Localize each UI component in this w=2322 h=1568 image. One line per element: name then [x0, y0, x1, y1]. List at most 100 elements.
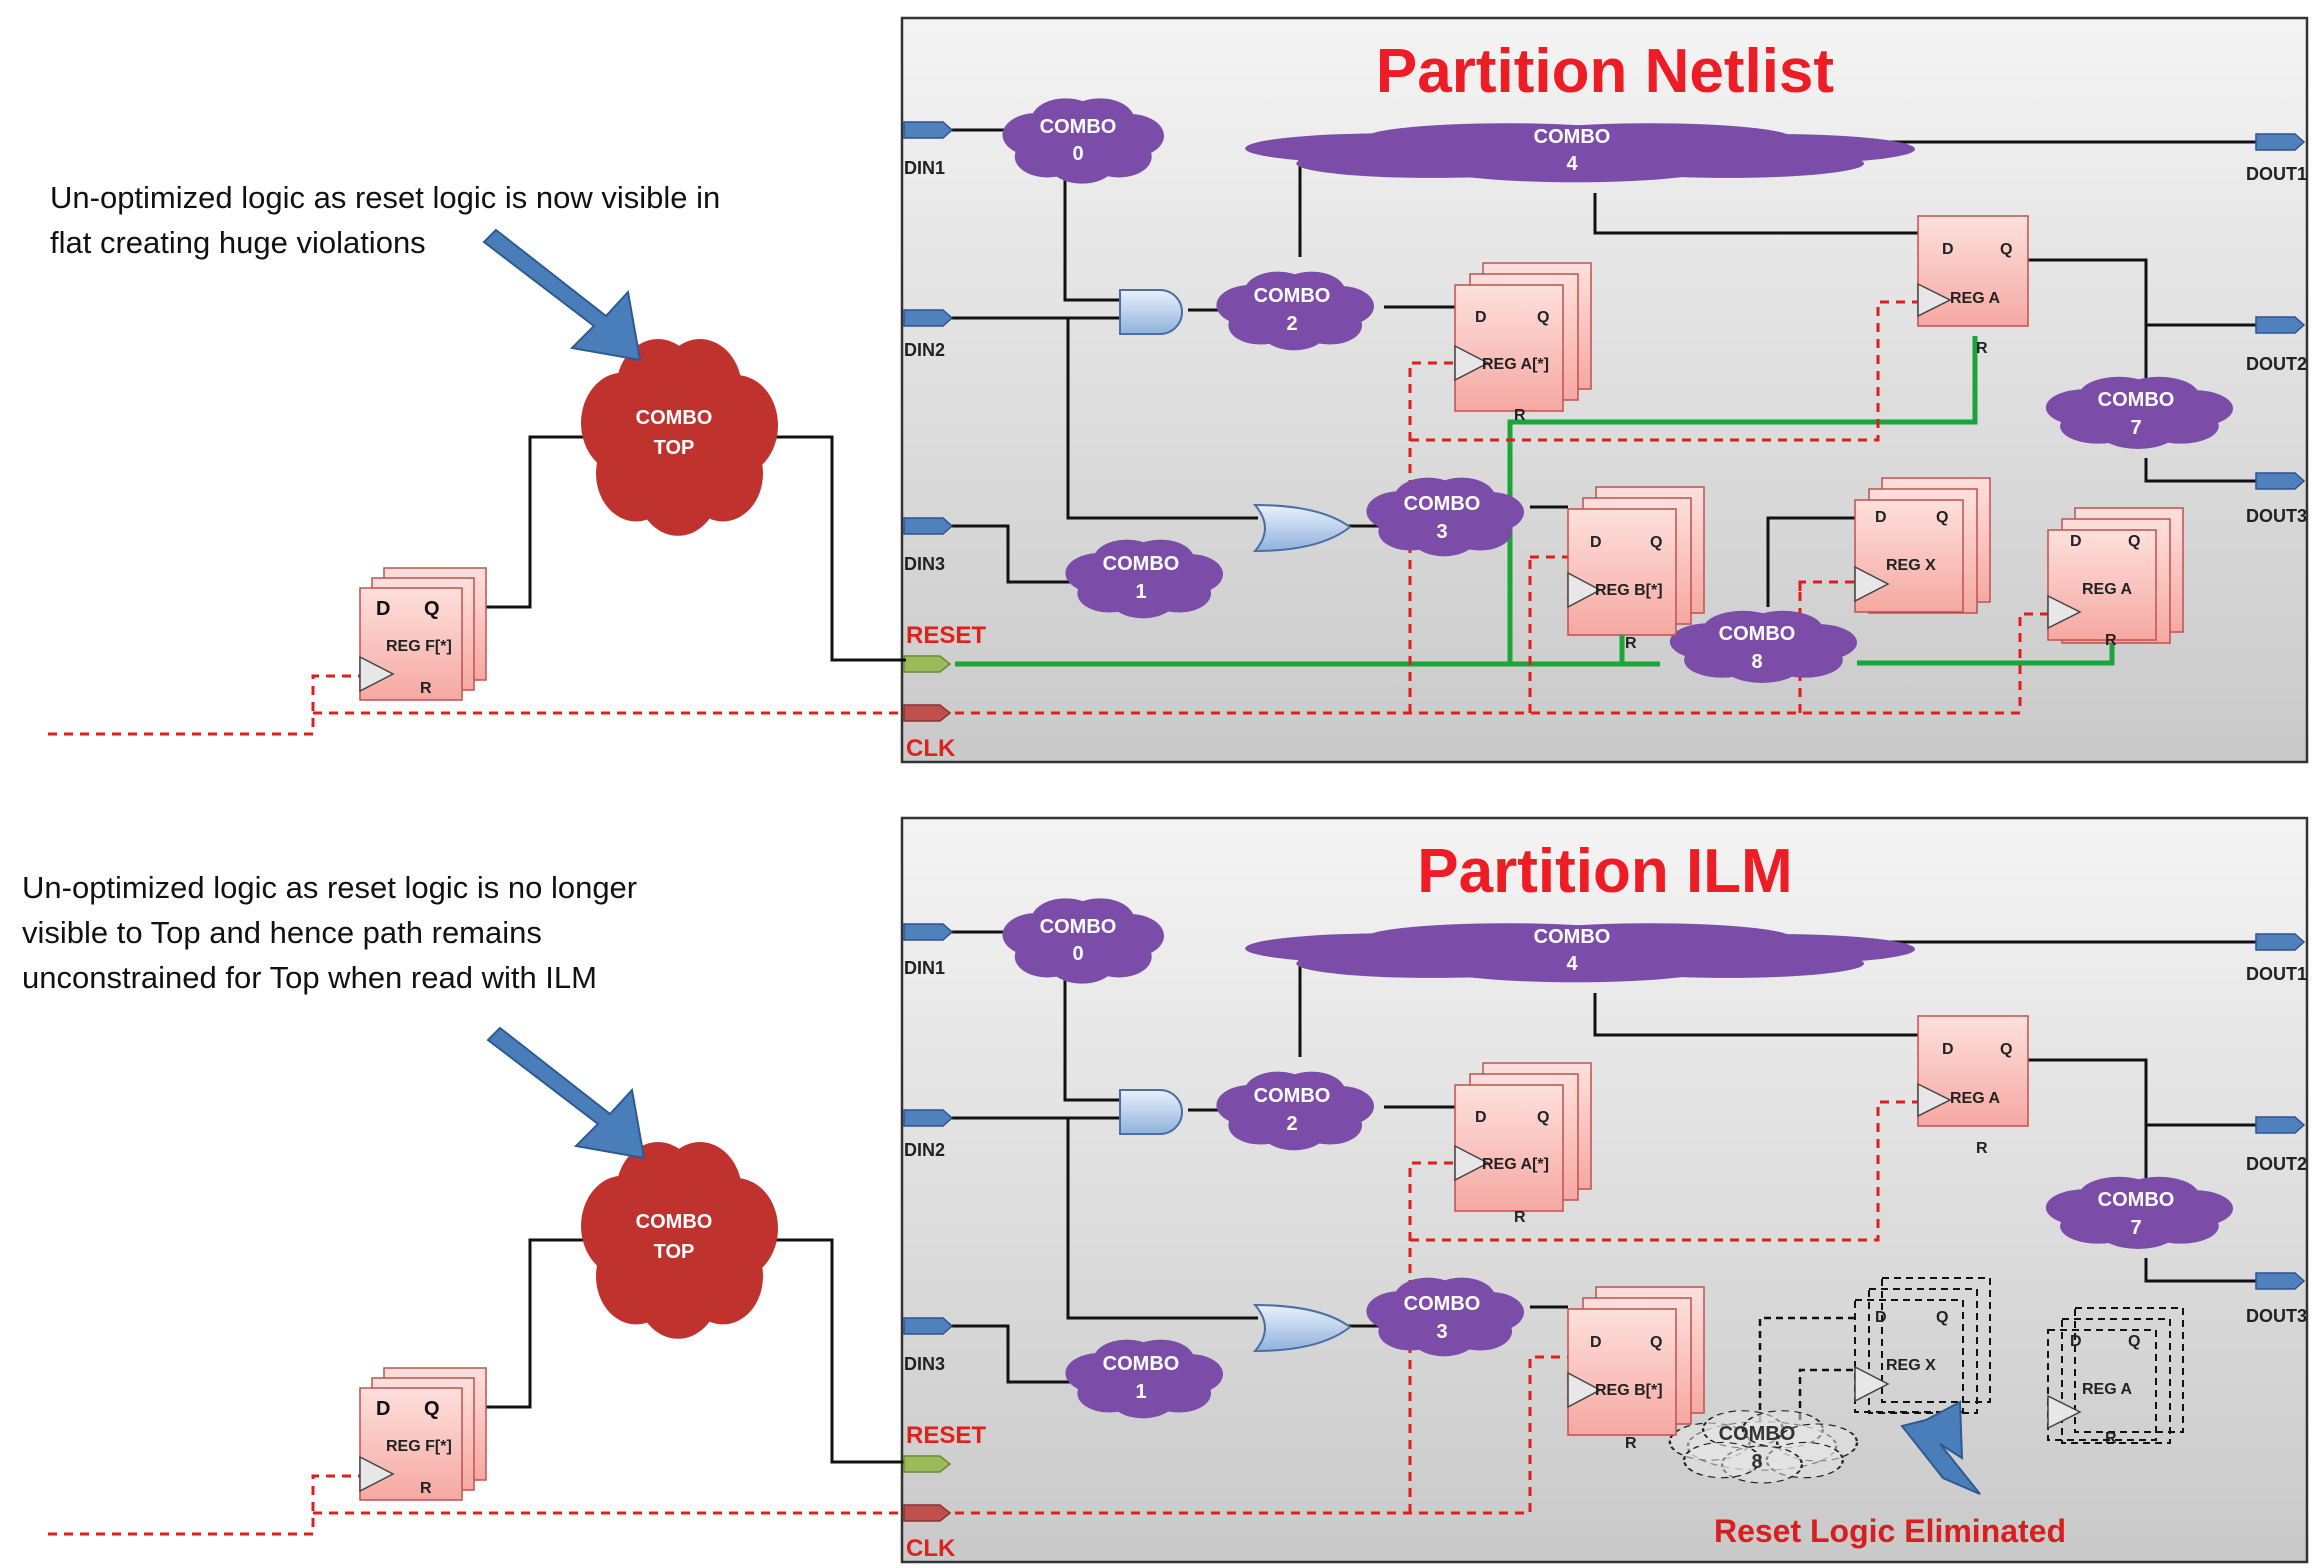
top-or-gate: [1252, 503, 1352, 553]
top-ports: DIN1 DIN2 DIN3 DOUT1 DOUT2 DOUT3: [903, 121, 2307, 762]
svg-text:RESET: RESET: [906, 622, 986, 649]
svg-text:COMBO: COMBO: [1719, 1423, 1796, 1445]
svg-text:D: D: [1590, 1334, 1602, 1351]
svg-text:Q: Q: [2128, 1333, 2140, 1350]
bottom-ports: DIN1 DIN2 DIN3 DOUT1 DOUT2 DOUT3: [903, 923, 2307, 1562]
svg-text:D: D: [376, 598, 390, 620]
svg-text:RESET: RESET: [906, 1422, 986, 1449]
svg-text:R: R: [420, 680, 432, 697]
svg-text:8: 8: [1751, 651, 1762, 673]
top-and-gate: [1119, 289, 1183, 335]
top-port-clk: CLK: [903, 704, 956, 762]
svg-text:Un-optimized logic as reset lo: Un-optimized logic as reset logic is now…: [50, 180, 720, 215]
bottom-combo-4: COMBO 4: [1245, 923, 1915, 983]
svg-text:COMBO: COMBO: [1040, 916, 1117, 938]
bottom-port-din1: DIN1: [903, 923, 954, 978]
svg-text:7: 7: [2130, 417, 2141, 439]
bottom-pointer-arrow: [486, 1026, 646, 1160]
top-port-din3: DIN3: [903, 517, 954, 574]
svg-text:D: D: [1942, 241, 1954, 258]
svg-text:Q: Q: [1650, 1334, 1662, 1351]
top-reg-b-array: D Q REG B[*] R: [1567, 486, 1705, 652]
svg-text:R: R: [1514, 407, 1526, 424]
top-combo-7: COMBO 7: [2045, 376, 2233, 449]
svg-text:COMBO: COMBO: [2098, 1189, 2175, 1211]
svg-text:COMBO: COMBO: [1719, 623, 1796, 645]
svg-text:R: R: [1514, 1209, 1526, 1226]
svg-text:CLK: CLK: [906, 1535, 956, 1562]
bottom-clock-net: [48, 1100, 1918, 1536]
bottom-reg-a: D Q REG A R: [1917, 1015, 2029, 1157]
svg-text:COMBO: COMBO: [1254, 285, 1331, 307]
bottom-combo-3: COMBO 3: [1366, 1277, 1524, 1357]
svg-text:REG A: REG A: [2082, 581, 2133, 598]
svg-text:TOP: TOP: [654, 1241, 695, 1263]
bottom-port-din3: DIN3: [903, 1317, 954, 1374]
svg-text:Q: Q: [424, 598, 440, 620]
svg-text:Un-optimized logic as reset lo: Un-optimized logic as reset logic is no …: [22, 870, 637, 905]
top-clock-net: [48, 300, 2048, 736]
bottom-port-dout1: DOUT1: [2246, 933, 2307, 984]
svg-text:R: R: [1625, 635, 1637, 652]
eliminated-pointer-arrow: [1900, 1400, 1981, 1495]
bottom-eliminated-wires: [1758, 1316, 1855, 1422]
svg-text:REG X: REG X: [1886, 557, 1936, 574]
svg-text:Q: Q: [1537, 1109, 1549, 1126]
bottom-combo-2: COMBO 2: [1216, 1071, 1374, 1151]
top-combo-top: COMBO TOP: [581, 339, 778, 536]
bottom-port-dout3: DOUT3: [2246, 1272, 2307, 1326]
svg-text:DOUT2: DOUT2: [2246, 354, 2307, 374]
svg-text:DIN3: DIN3: [904, 554, 945, 574]
svg-text:D: D: [1875, 509, 1887, 526]
top-port-din2: DIN2: [903, 309, 954, 360]
svg-text:DIN1: DIN1: [904, 958, 945, 978]
svg-text:COMBO: COMBO: [1254, 1085, 1331, 1107]
svg-text:Q: Q: [1936, 1309, 1948, 1326]
svg-text:3: 3: [1436, 1321, 1447, 1343]
svg-text:DOUT2: DOUT2: [2246, 1154, 2307, 1174]
svg-text:REG A[*]: REG A[*]: [1482, 1156, 1549, 1173]
svg-text:Q: Q: [2128, 533, 2140, 550]
svg-text:REG B[*]: REG B[*]: [1595, 1382, 1663, 1399]
bottom-or-gate: [1252, 1303, 1352, 1353]
svg-text:R: R: [2105, 1430, 2117, 1447]
bottom-reg-x-eliminated: D Q REG X: [1854, 1277, 1991, 1414]
svg-text:unconstrained for Top when rea: unconstrained for Top when read with ILM: [22, 960, 597, 995]
svg-text:3: 3: [1436, 521, 1447, 543]
top-reg-a-2: D Q REG A R: [2047, 507, 2184, 649]
svg-text:Q: Q: [424, 1398, 440, 1420]
top-panel-title: Partition Netlist: [1376, 37, 1834, 106]
svg-text:COMBO: COMBO: [636, 407, 713, 429]
svg-text:REG A: REG A: [1950, 290, 2001, 307]
svg-text:TOP: TOP: [654, 437, 695, 459]
svg-text:REG A: REG A: [2082, 1381, 2133, 1398]
top-combo-2: COMBO 2: [1216, 271, 1374, 351]
svg-text:Q: Q: [1537, 309, 1549, 326]
svg-text:COMBO: COMBO: [1404, 1293, 1481, 1315]
top-pointer-arrow: [482, 228, 642, 362]
svg-text:COMBO: COMBO: [1404, 493, 1481, 515]
svg-text:COMBO: COMBO: [2098, 389, 2175, 411]
bottom-combo-7: COMBO 7: [2045, 1176, 2233, 1249]
svg-text:R: R: [2105, 632, 2117, 649]
bottom-reg-f-array: D Q REG F[*] R: [359, 1367, 487, 1501]
svg-text:REG F[*]: REG F[*]: [386, 638, 452, 655]
top-port-din1: DIN1: [903, 121, 954, 178]
svg-text:0: 0: [1072, 943, 1083, 965]
top-note: Un-optimized logic as reset logic is now…: [50, 180, 720, 260]
bottom-combo-8-eliminated: COMBO 8: [1670, 1411, 1857, 1483]
svg-text:1: 1: [1135, 1381, 1146, 1403]
svg-text:COMBO: COMBO: [1040, 116, 1117, 138]
svg-text:D: D: [2070, 1333, 2082, 1350]
svg-text:D: D: [1590, 534, 1602, 551]
bottom-combo-0: COMBO 0: [1002, 898, 1164, 984]
bottom-reg-a-2-eliminated: D Q REG A R: [2047, 1307, 2184, 1447]
bottom-reg-a-array: D Q REG A[*] R: [1454, 1062, 1592, 1226]
svg-text:REG A[*]: REG A[*]: [1482, 356, 1549, 373]
svg-text:COMBO: COMBO: [1103, 553, 1180, 575]
svg-text:DOUT1: DOUT1: [2246, 964, 2307, 984]
bottom-note: Un-optimized logic as reset logic is no …: [22, 870, 637, 995]
svg-text:D: D: [1475, 309, 1487, 326]
svg-text:Q: Q: [2000, 241, 2012, 258]
bottom-panel: Partition ILM: [22, 816, 2309, 1564]
